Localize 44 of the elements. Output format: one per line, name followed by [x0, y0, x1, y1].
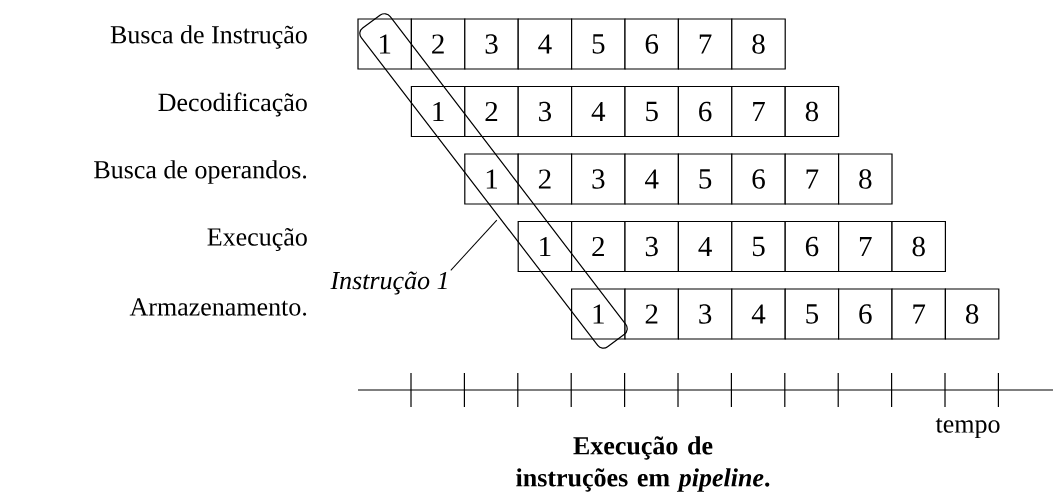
pipeline-cell: 2: [624, 288, 679, 340]
pipeline-cell: 6: [838, 288, 893, 340]
pipeline-cell: 5: [571, 18, 626, 70]
pipeline-cell: 6: [731, 153, 786, 205]
pipeline-cell: 3: [517, 85, 573, 138]
pipeline-cell: 5: [677, 153, 733, 205]
stage-label: Execução: [207, 227, 307, 252]
pipeline-cell: 4: [517, 18, 573, 70]
pipeline-cell: 6: [624, 18, 679, 70]
pipeline-cell: 7: [784, 153, 840, 205]
stage-label: Armazenamento.: [129, 298, 307, 316]
pipeline-cell: 8: [944, 288, 1000, 340]
axis-label: tempo: [935, 417, 1000, 439]
stage-label: Busca de Instrução: [110, 25, 307, 49]
pipeline-cell: 7: [838, 220, 893, 273]
pipeline-cell: 4: [571, 85, 626, 138]
pipeline-cell: 2: [410, 18, 466, 70]
caption: Execução de instruções em pipeline.: [516, 436, 770, 492]
pipeline-cell: 4: [677, 220, 733, 273]
pipeline-cell: 2: [464, 85, 519, 138]
stage-label: Busca de operandos.: [94, 160, 307, 184]
pipeline-cell: 8: [891, 220, 946, 273]
stage-label: Decodificação: [158, 92, 307, 117]
pipeline-cell: 6: [784, 220, 840, 273]
pipeline-cell: 8: [838, 153, 893, 205]
pipeline-cell: 4: [624, 153, 679, 205]
pipeline-cell: 2: [571, 220, 626, 273]
pipeline-cell: 5: [731, 220, 786, 273]
pipeline-cell: 7: [677, 18, 733, 70]
pipeline-cell: 7: [731, 85, 786, 138]
pipeline-cell: 8: [731, 18, 786, 70]
pipeline-cell: 7: [891, 288, 946, 340]
pipeline-cell: 8: [784, 85, 840, 138]
pipeline-cell: 3: [624, 220, 679, 273]
pipeline-cell: 4: [731, 288, 786, 340]
pipeline-cell: 3: [571, 153, 626, 205]
pipeline-cell: 3: [464, 18, 519, 70]
pipeline-cell: 2: [517, 153, 573, 205]
pipeline-cell: 3: [677, 288, 733, 340]
pipeline-cell: 5: [784, 288, 840, 340]
pipeline-cell: 6: [677, 85, 733, 138]
leader-line: [450, 219, 498, 271]
pipeline-cell: 5: [624, 85, 679, 138]
instruction-label: Instrução 1: [330, 271, 447, 295]
